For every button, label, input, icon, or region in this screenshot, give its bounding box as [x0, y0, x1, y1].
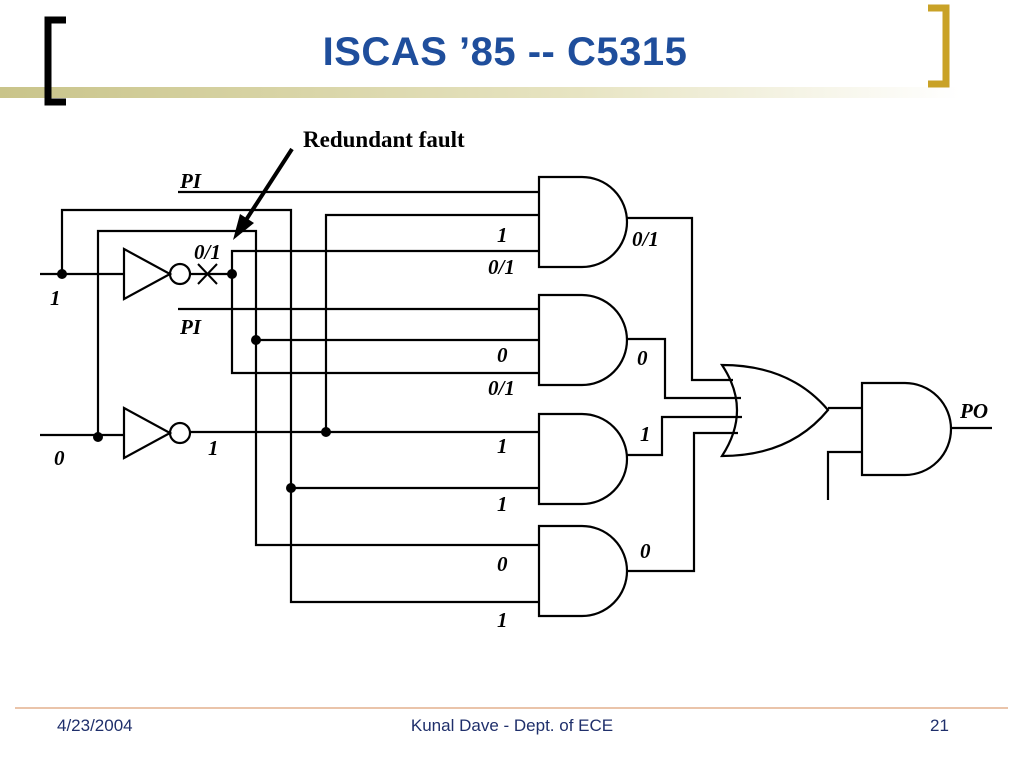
- gate-1-output-value: 0/1: [632, 227, 659, 251]
- gate-3-input-value: 1: [497, 492, 508, 516]
- gate-1-input-value: 0/1: [488, 255, 515, 279]
- gate-4-input-value: 0: [497, 552, 508, 576]
- fault-site-value: 0/1: [194, 240, 221, 264]
- footer-date: 4/23/2004: [57, 716, 133, 735]
- page-number: 21: [930, 716, 949, 735]
- gate-2-input-value: 0: [497, 343, 508, 367]
- junction-dot: [227, 269, 237, 279]
- or-gate: [719, 363, 830, 458]
- and-gate-3: [537, 412, 629, 506]
- title-band: [0, 87, 960, 98]
- gate-2-output-value: 0: [637, 346, 648, 370]
- and-gate-output: [860, 381, 953, 477]
- and-gate-4: [537, 524, 629, 618]
- inverter-2-output-value: 1: [208, 436, 219, 460]
- gate-4-input-value: 1: [497, 608, 508, 632]
- pi-mid-label: PI: [179, 315, 202, 339]
- inverter-1-bubble: [168, 262, 192, 286]
- and-gate-1: [537, 175, 629, 269]
- right-bracket: [928, 4, 950, 88]
- inverter-2-bubble: [168, 421, 192, 445]
- inverter-1: [122, 247, 173, 301]
- callout-label: Redundant fault: [303, 127, 465, 152]
- po-label: PO: [959, 399, 988, 423]
- left-bracket: [44, 16, 66, 106]
- pi-top-label: PI: [179, 169, 202, 193]
- junction-dot: [93, 432, 103, 442]
- footer-author: Kunal Dave - Dept. of ECE: [410, 716, 614, 735]
- junction-dot: [321, 427, 331, 437]
- and-gate-2: [537, 293, 629, 387]
- input-0-value: 0: [54, 446, 65, 470]
- gate-4-output-value: 0: [640, 539, 651, 563]
- gate-3-input-value: 1: [497, 434, 508, 458]
- gate-1-input-value: 1: [497, 223, 508, 247]
- input-1-value: 1: [50, 286, 61, 310]
- junction-dot: [251, 335, 261, 345]
- junction-dot: [57, 269, 67, 279]
- callout-arrow: [233, 147, 294, 240]
- inverter-2: [122, 406, 173, 460]
- junction-dot: [286, 483, 296, 493]
- gate-2-input-value: 0/1: [488, 376, 515, 400]
- slide-title: ISCAS ’85 -- C5315: [322, 30, 688, 74]
- gate-3-output-value: 1: [640, 422, 651, 446]
